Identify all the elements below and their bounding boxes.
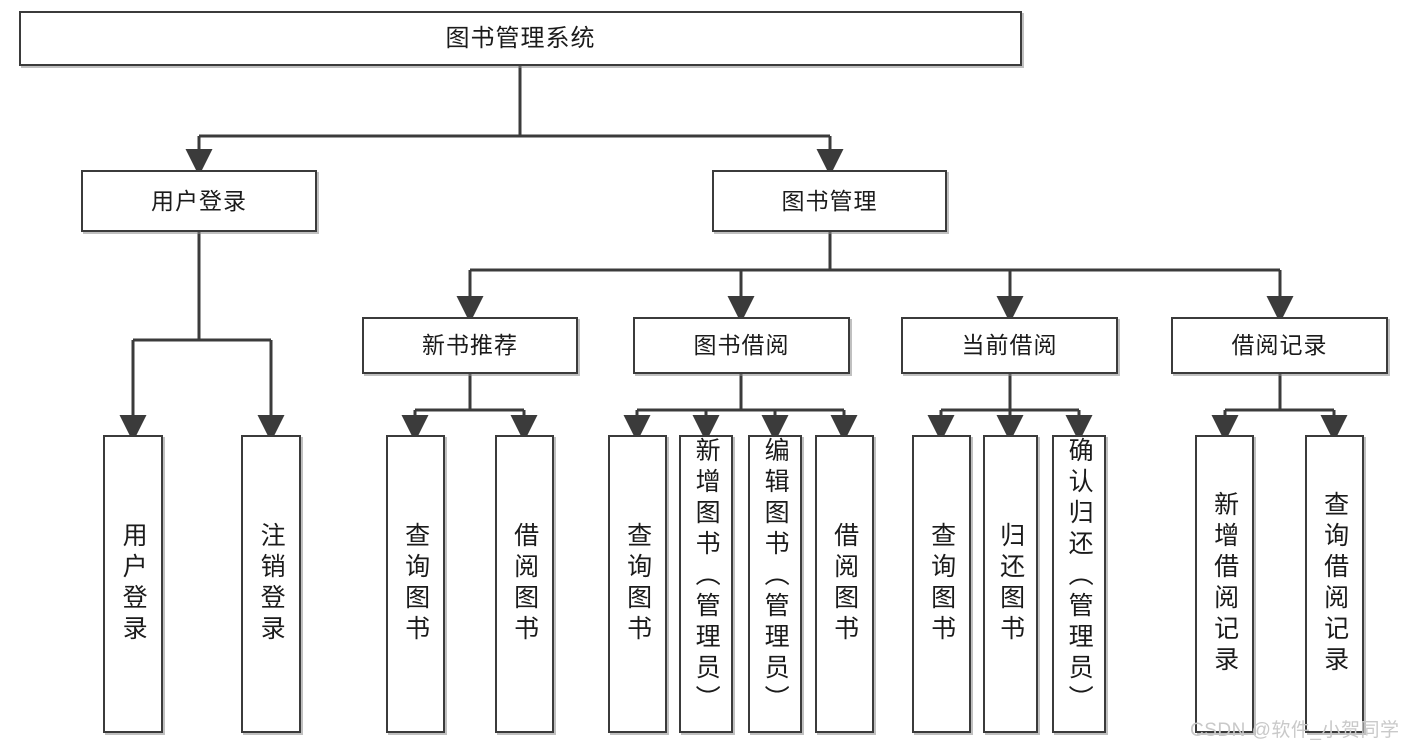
leaf-borrow-edit-book[interactable]: 编辑图书（管理员）	[748, 435, 802, 733]
node-user-login[interactable]: 用户登录	[81, 170, 317, 232]
leaf-record-query[interactable]: 查询借阅记录	[1305, 435, 1364, 733]
leaf-current-query-book[interactable]: 查询图书	[912, 435, 971, 733]
csdn-watermark: CSDN @软件_小贺同学	[1190, 720, 1400, 741]
node-root[interactable]: 图书管理系统	[19, 11, 1022, 66]
leaf-current-query-book-label: 查询图书	[927, 522, 956, 646]
leaf-new-book-query[interactable]: 查询图书	[386, 435, 445, 733]
node-book-borrow[interactable]: 图书借阅	[633, 317, 850, 374]
leaf-user-login-login[interactable]: 用户登录	[103, 435, 163, 733]
node-user-login-label: 用户登录	[151, 187, 247, 214]
leaf-user-login-logout-label: 注销登录	[257, 522, 286, 646]
leaf-current-confirm-return-label: 确认归还（管理员）	[1065, 437, 1094, 716]
node-book-management[interactable]: 图书管理	[712, 170, 947, 232]
node-borrow-record[interactable]: 借阅记录	[1171, 317, 1388, 374]
node-book-borrow-label: 图书借阅	[693, 332, 790, 359]
node-root-label: 图书管理系统	[445, 24, 596, 52]
leaf-new-book-borrow-label: 借阅图书	[510, 522, 539, 646]
leaf-borrow-query-book[interactable]: 查询图书	[608, 435, 667, 733]
node-current-borrow[interactable]: 当前借阅	[901, 317, 1118, 374]
leaf-current-return-book[interactable]: 归还图书	[983, 435, 1038, 733]
node-new-book-recommend-label: 新书推荐	[422, 332, 518, 359]
leaf-user-login-login-label: 用户登录	[119, 522, 148, 646]
leaf-borrow-add-book[interactable]: 新增图书（管理员）	[679, 435, 733, 733]
leaf-borrow-add-book-label: 新增图书（管理员）	[692, 437, 721, 716]
node-book-management-label: 图书管理	[781, 187, 878, 214]
leaf-new-book-query-label: 查询图书	[401, 522, 430, 646]
leaf-borrow-query-book-label: 查询图书	[623, 522, 652, 646]
leaf-record-add[interactable]: 新增借阅记录	[1195, 435, 1254, 733]
node-current-borrow-label: 当前借阅	[961, 332, 1058, 359]
node-new-book-recommend[interactable]: 新书推荐	[362, 317, 578, 374]
leaf-user-login-logout[interactable]: 注销登录	[241, 435, 301, 733]
leaf-current-return-book-label: 归还图书	[996, 522, 1025, 646]
leaf-record-add-label: 新增借阅记录	[1210, 491, 1239, 677]
leaf-borrow-borrow-book[interactable]: 借阅图书	[815, 435, 874, 733]
leaf-record-query-label: 查询借阅记录	[1320, 491, 1349, 677]
leaf-current-confirm-return[interactable]: 确认归还（管理员）	[1052, 435, 1106, 733]
leaf-borrow-edit-book-label: 编辑图书（管理员）	[761, 437, 790, 716]
node-borrow-record-label: 借阅记录	[1231, 332, 1328, 359]
leaf-borrow-borrow-book-label: 借阅图书	[830, 522, 859, 646]
leaf-new-book-borrow[interactable]: 借阅图书	[495, 435, 554, 733]
